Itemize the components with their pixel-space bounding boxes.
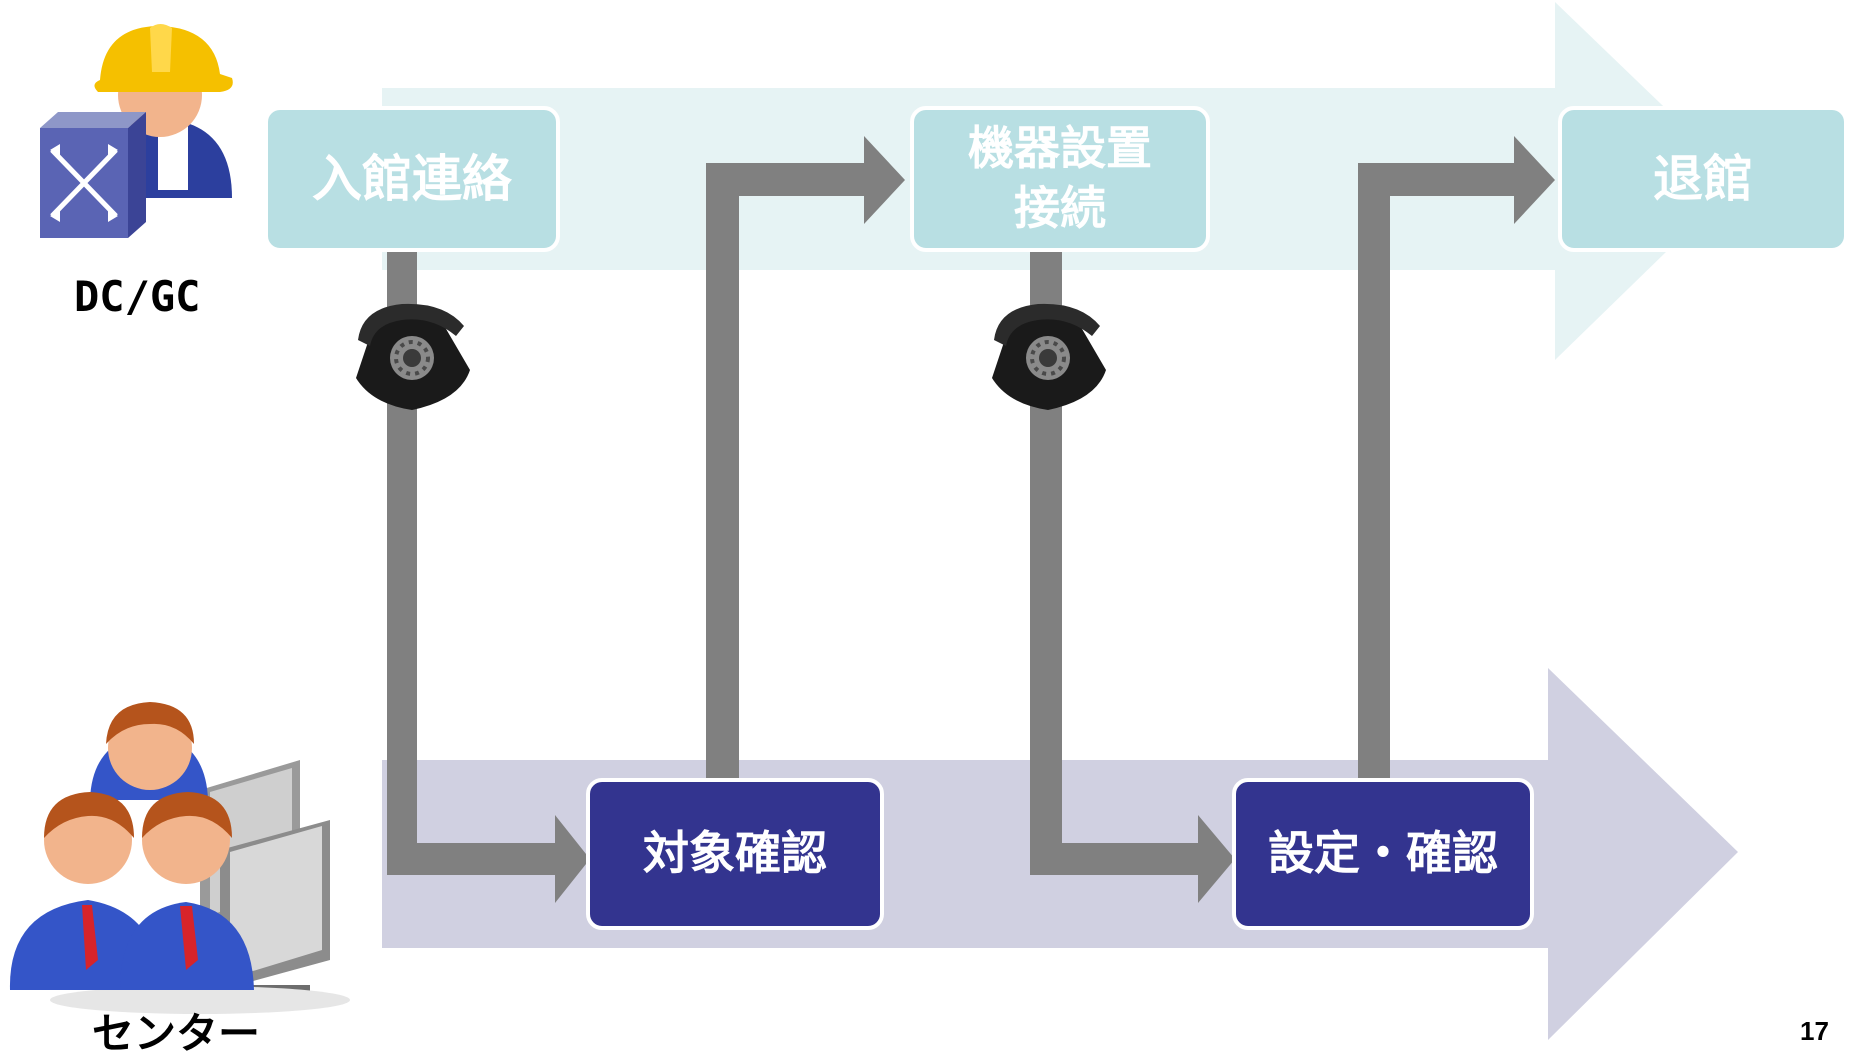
telephone-icon	[356, 303, 470, 410]
step-config-check: 設定・確認	[1232, 778, 1534, 930]
connector-config-to-exit	[1358, 136, 1555, 783]
step-exit: 退館	[1558, 106, 1848, 252]
step-entry-contact: 入館連絡	[264, 106, 560, 252]
step-entry-contact-label: 入館連絡	[312, 149, 512, 208]
step-exit-label: 退館	[1653, 149, 1753, 208]
center-label: センター	[92, 1009, 261, 1058]
page-number: 17	[1800, 1016, 1829, 1046]
operators-group-icon	[9, 702, 254, 990]
monitor-icon	[50, 760, 350, 1014]
step-install-line2: 接続	[1014, 181, 1106, 235]
step-config-check-label: 設定・確認	[1268, 826, 1498, 881]
network-switch-icon	[40, 112, 146, 238]
telephone-icon	[992, 303, 1106, 410]
step-install-connect: 機器設置 接続	[910, 106, 1210, 252]
dcgc-label: DC/GC	[74, 272, 201, 321]
step-target-check-label: 対象確認	[643, 826, 827, 881]
connector-target-to-install	[706, 136, 905, 783]
step-install-line1: 機器設置	[968, 121, 1152, 176]
step-target-check: 対象確認	[586, 778, 884, 930]
